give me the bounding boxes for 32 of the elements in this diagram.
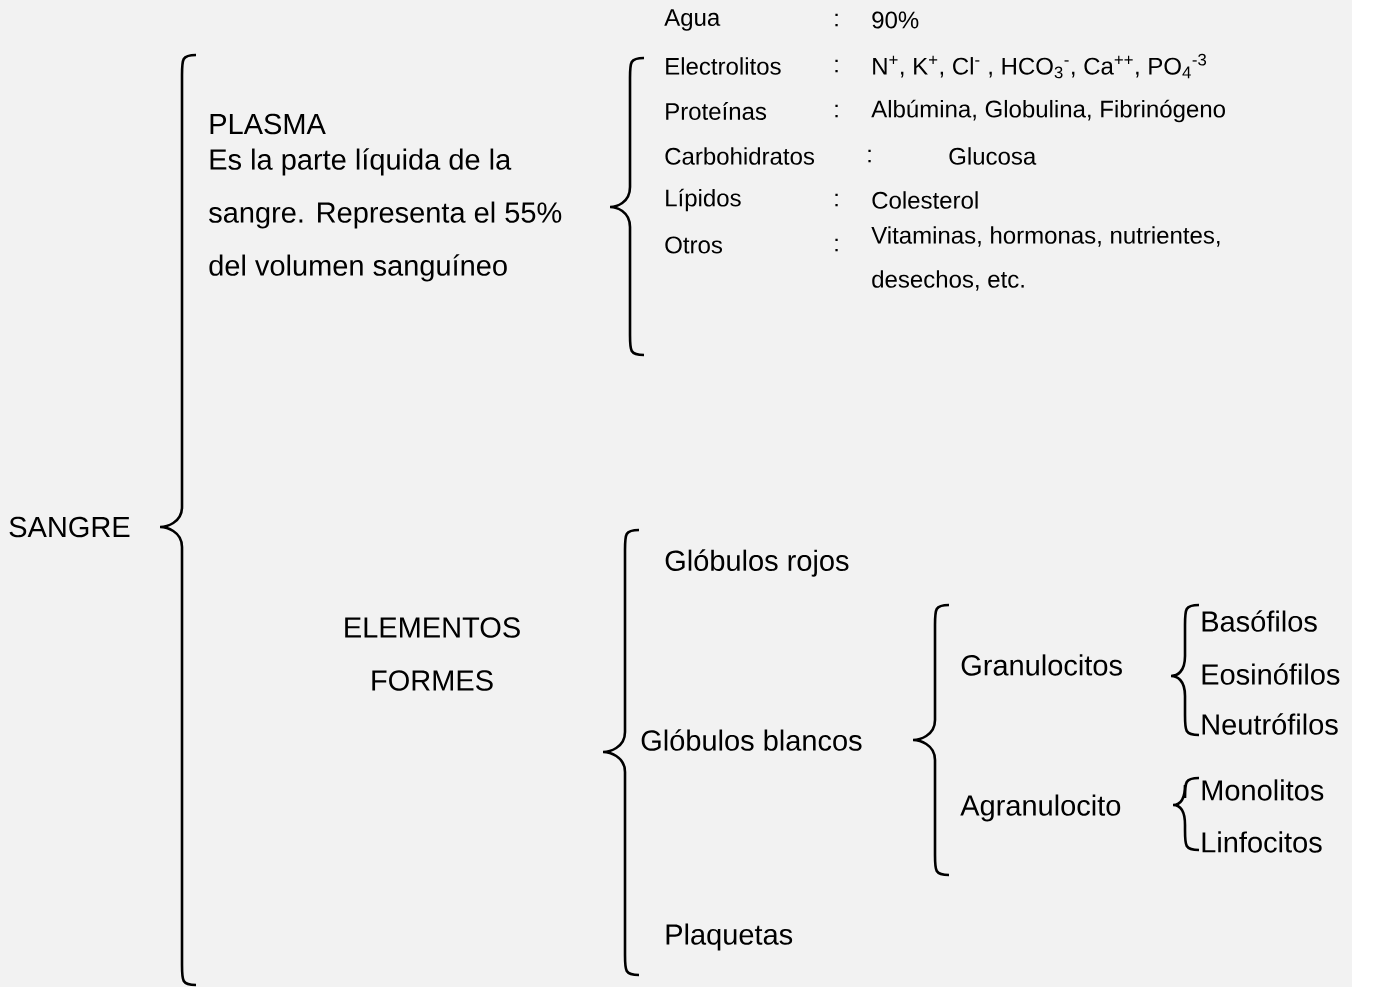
category-label: PLASMA [210,113,326,135]
category-label: Basófilos [1202,610,1317,632]
category-label: SANGRE [9,516,130,538]
category-label: Plaquetas [666,923,793,951]
category-label: Granulocitos [961,654,1122,676]
table-cell: Otros [665,236,722,254]
category-label: Linfocitos [1202,831,1322,853]
table-cell: : [835,59,838,73]
category-label: Monolitos [1202,779,1324,801]
category-label: Glóbulos blancos [641,729,862,751]
table-cell: Albúmina, Globulina, Fibrinógeno [871,99,1225,123]
category-label: Agranulocito [960,794,1121,822]
table-cell: Proteínas [666,102,767,120]
table-cell: : [835,104,838,118]
table-cell: Carbohidratos [665,147,815,165]
category-label: ELEMENTOS FORMES [345,617,520,691]
table-cell: : [835,238,838,252]
table-cell: Colesterol [872,191,978,209]
category-label: Eosinófilos [1202,663,1340,685]
table-cell: Vitaminas, hormonas, nutrientes, desechos, etc. [871,226,1220,291]
table-cell: Lípidos [666,188,741,212]
table-cell: Electrolitos [666,57,781,75]
table-cell: : [835,13,838,27]
table-cell: Agua [664,9,721,31]
category-label: Neutrófilos [1202,713,1338,735]
table-cell: 90% [872,11,919,29]
table-cell: : [868,149,871,163]
table-cell: N$^{+}$, K$^{+}$, Cl$^{-}$ , HCO$_{3}$$^{-}$, Ca$^{++}$, PO$_{4}$-3 [873,53,1207,79]
category-label: Glóbulos rojos [665,549,849,577]
table-cell: : [835,193,838,207]
description-text: Es la parte líquida de la sangre. Representa el 55% del volumen sanguíneo [209,148,562,282]
table-cell: Glucosa [949,147,1037,165]
